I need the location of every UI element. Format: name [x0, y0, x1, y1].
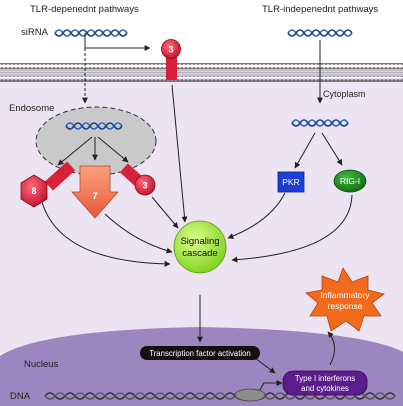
signaling-cascade-node: Signaling cascade: [173, 220, 227, 274]
sirna-helix-top-right: [287, 29, 353, 37]
inflammatory-line2: response: [328, 301, 363, 311]
pkr-box: PKR: [277, 171, 305, 193]
sirna-helix-endosome: [65, 122, 123, 130]
pkr-label: PKR: [282, 177, 299, 187]
tlr3-endosome-receptor: 3: [119, 163, 156, 196]
tlr3-membrane-receptor: 3: [161, 39, 181, 80]
interferons-line1: Type I interferons: [295, 374, 355, 383]
tlr7-receptor: 7: [71, 165, 119, 219]
cytoplasm-label: Cytoplasm: [323, 89, 366, 99]
tlr8-receptor: 8: [20, 161, 76, 208]
tlr-independent-heading: TLR-indepenednt pathways: [262, 4, 378, 15]
sirna-helix-top-left: [54, 29, 128, 37]
dna-bound-factor: [234, 388, 266, 402]
dna-label: DNA: [10, 391, 31, 402]
tlr3-endosome-label: 3: [142, 181, 147, 191]
interferons-box: Type I interferons and cytokines: [282, 370, 368, 396]
tlr3-membrane-label: 3: [168, 45, 173, 55]
tlr8-label: 8: [31, 186, 36, 196]
transcription-label: Transcription factor activation: [149, 349, 251, 358]
tlr7-label: 7: [92, 191, 97, 201]
tlr-dependent-heading: TLR-depenednt pathways: [30, 4, 139, 15]
sirna-label: siRNA: [21, 27, 49, 38]
interferons-line2: and cytokines: [301, 384, 349, 393]
signaling-line2: cascade: [182, 248, 217, 259]
endosome-label: Endosome: [9, 103, 54, 114]
inflammatory-response-burst: Inflammatory response: [305, 267, 385, 332]
sirna-helix-cytoplasm-right: [291, 119, 349, 127]
transcription-factor-pill: Transcription factor activation: [140, 346, 260, 360]
inflammatory-line1: Inflammatory: [320, 290, 370, 300]
rigi-ellipse: RIG-I: [333, 169, 367, 193]
cell-membrane: [0, 63, 403, 82]
rigi-label: RIG-I: [340, 176, 360, 186]
endosome-vesicle: [35, 106, 157, 176]
nucleus-label: Nucleus: [24, 359, 59, 370]
signaling-line1: Signaling: [180, 236, 219, 247]
pathway-arrows: [41, 33, 353, 394]
